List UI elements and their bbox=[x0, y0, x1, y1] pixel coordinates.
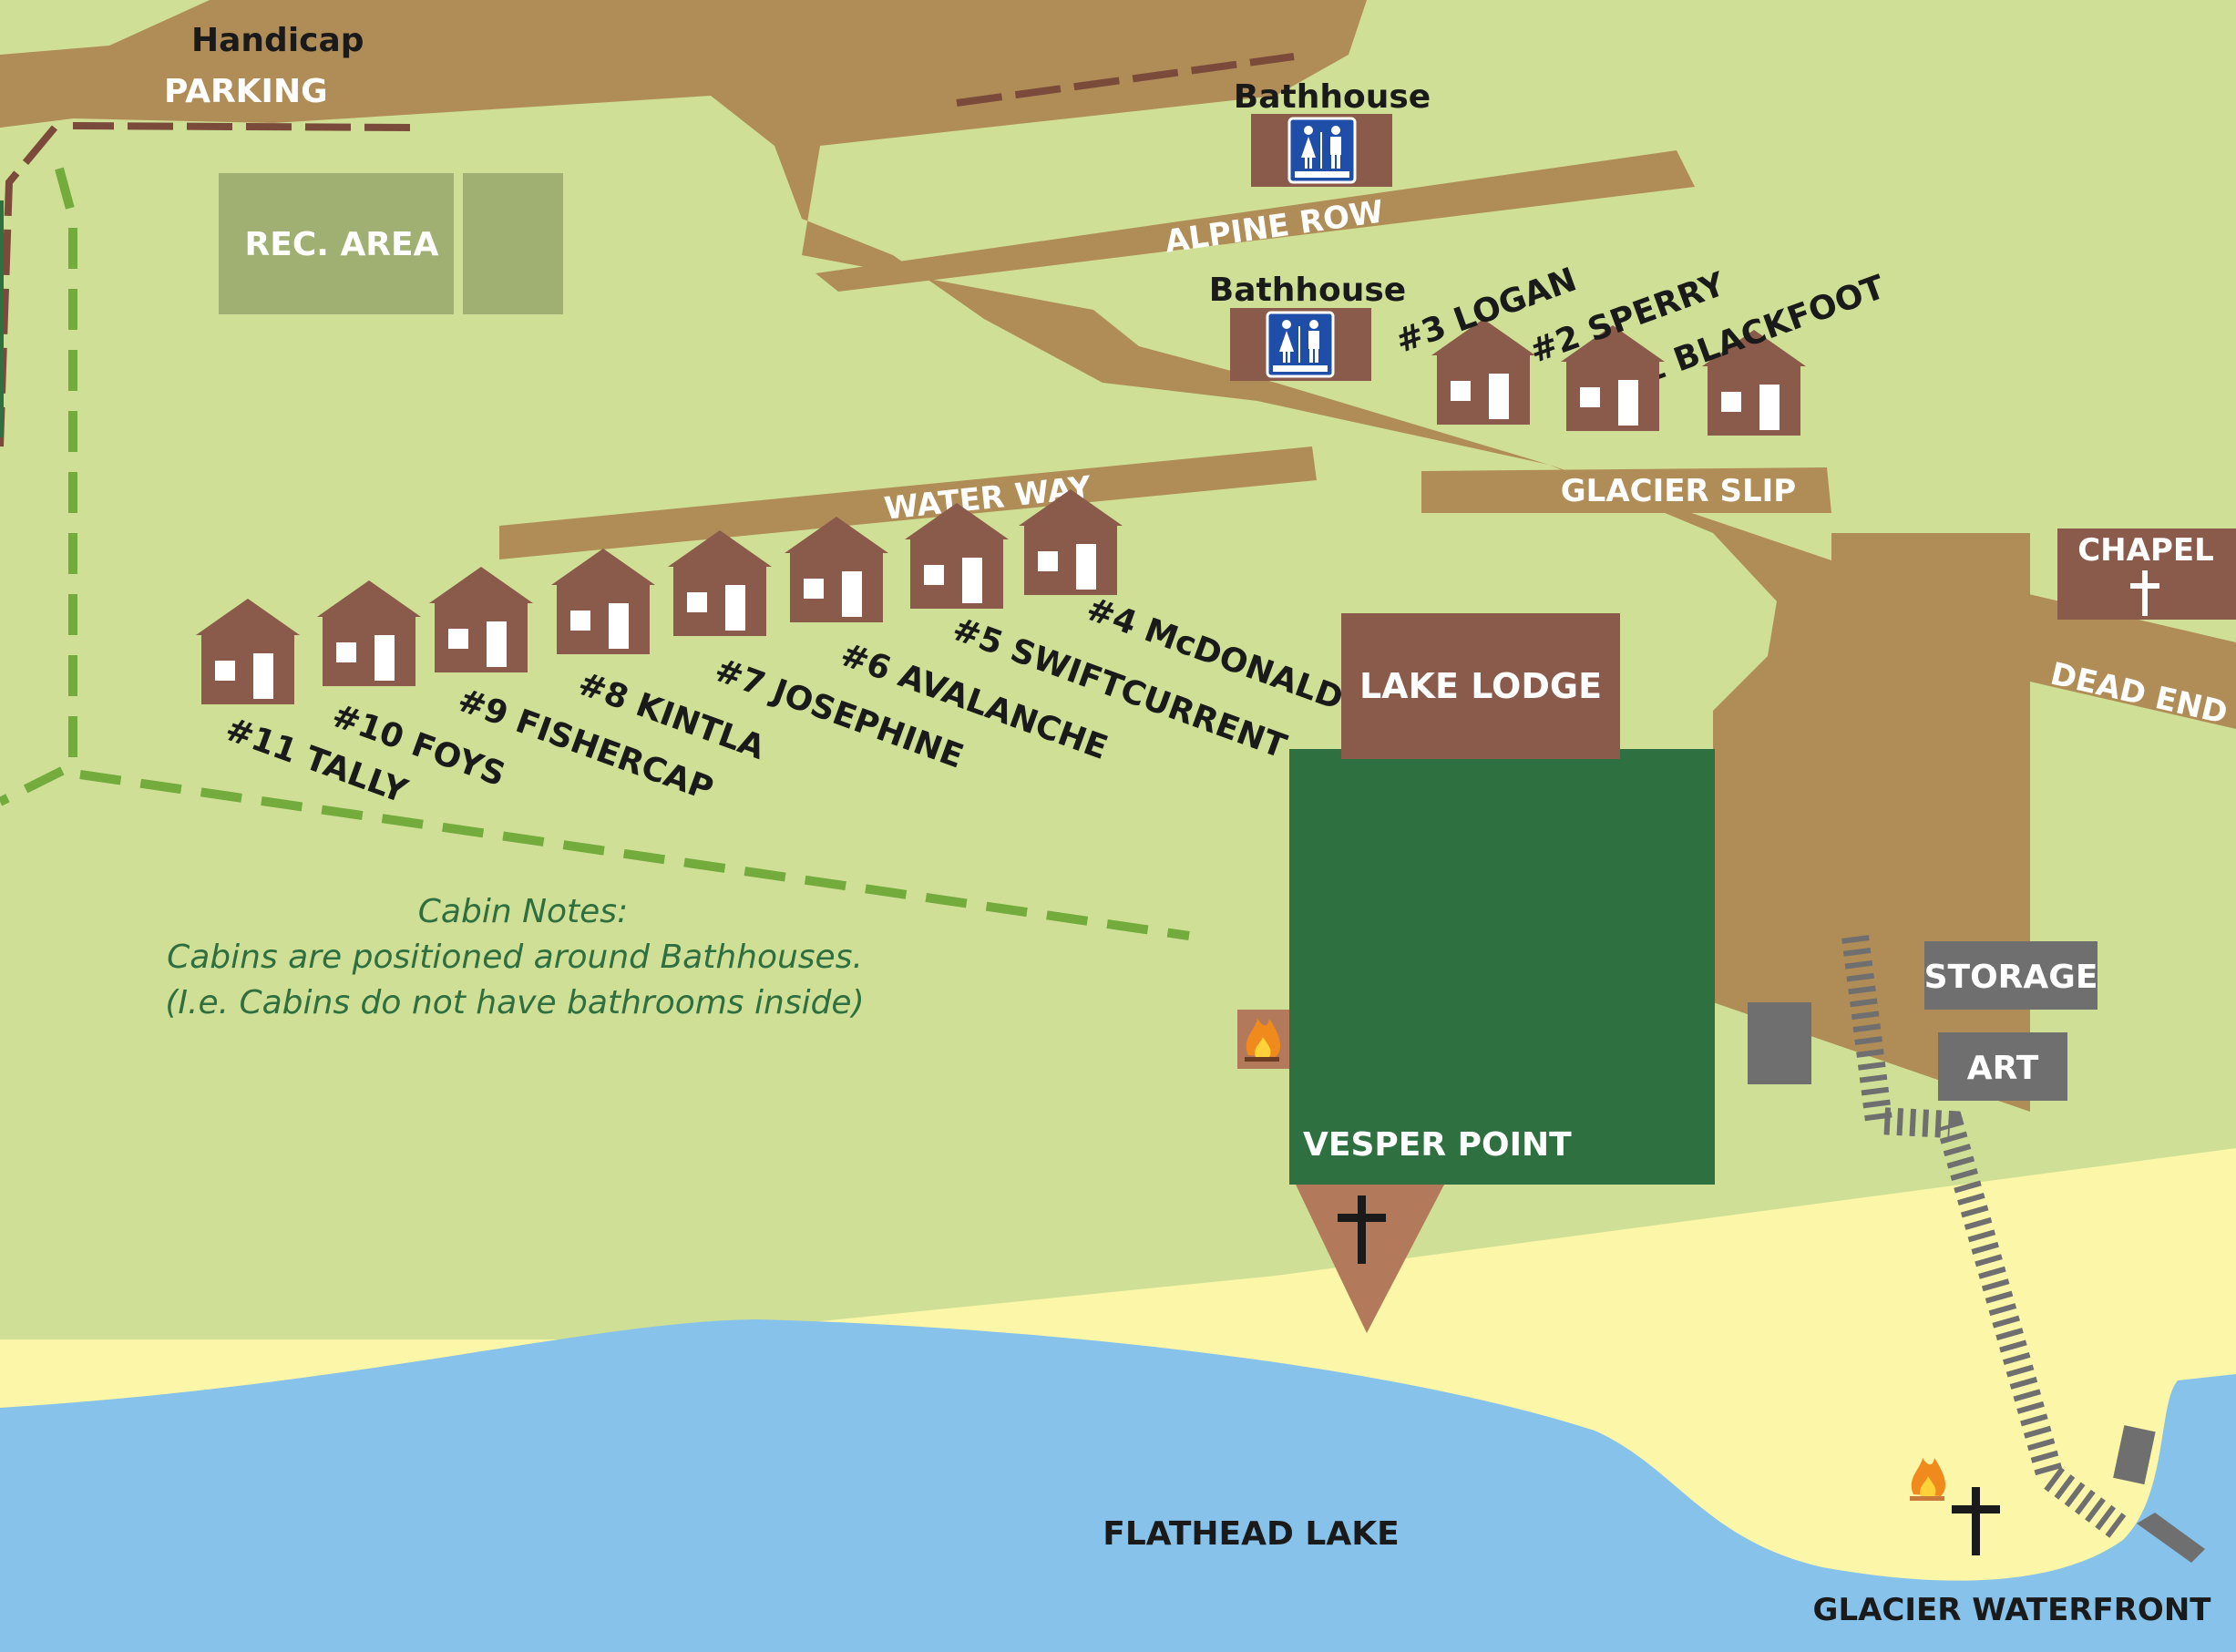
cabin-notes-title: Cabin Notes: bbox=[418, 893, 628, 930]
rec-area-field-2 bbox=[463, 173, 563, 314]
vesper-point-triangle bbox=[1296, 1185, 1444, 1333]
glacier-waterfront-label: GLACIER WATERFRONT bbox=[1813, 1592, 2212, 1628]
glacier-slip-label: GLACIER SLIP bbox=[1561, 473, 1796, 509]
art-building bbox=[1938, 1032, 2067, 1101]
cabin-notes-line1: Cabins are positioned around Bathhouses. bbox=[167, 939, 863, 976]
vesper-point-label: VESPER POINT bbox=[1303, 1126, 1572, 1164]
vesper-cross-icon bbox=[1338, 1195, 1386, 1264]
dock-ramp bbox=[2137, 1513, 2205, 1563]
lake-lodge-label: LAKE LODGE bbox=[1359, 666, 1602, 706]
campfire-icon bbox=[1245, 1019, 1281, 1062]
rec-area-field bbox=[219, 173, 454, 314]
flathead-lake-label: FLATHEAD LAKE bbox=[1103, 1515, 1399, 1553]
small-shed bbox=[1748, 1002, 1811, 1084]
bathhouse-top-label: Bathhouse bbox=[1234, 78, 1431, 116]
green-trail bbox=[0, 167, 1190, 940]
dock bbox=[2113, 1425, 2156, 1485]
road-network bbox=[0, 0, 2236, 1112]
parking-label: PARKING bbox=[164, 73, 328, 110]
campfire-icon bbox=[1910, 1458, 1946, 1501]
flathead-lake-water bbox=[0, 1319, 2236, 1652]
storage-label: STORAGE bbox=[1924, 959, 2098, 996]
chapel-label: CHAPEL bbox=[2077, 532, 2214, 569]
restroom-sign-icon bbox=[1287, 117, 1357, 184]
bathhouse-mid-label: Bathhouse bbox=[1209, 272, 1406, 309]
chapel-cross-icon bbox=[2130, 570, 2159, 616]
rec-area-label: REC. AREA bbox=[245, 226, 439, 263]
cabin-notes-line2: (I.e. Cabins do not have bathrooms insid… bbox=[165, 984, 864, 1021]
waterfront-cross-icon bbox=[1952, 1487, 2000, 1555]
handicap-label: Handicap bbox=[191, 22, 364, 59]
stairs-to-waterfront bbox=[1841, 935, 2131, 1542]
art-label: ART bbox=[1967, 1050, 2039, 1087]
restroom-sign-icon bbox=[1266, 311, 1335, 378]
lake-lodge-building bbox=[1341, 613, 1620, 759]
vesper-point-area bbox=[1289, 749, 1715, 1185]
storage-building bbox=[1924, 941, 2098, 1010]
